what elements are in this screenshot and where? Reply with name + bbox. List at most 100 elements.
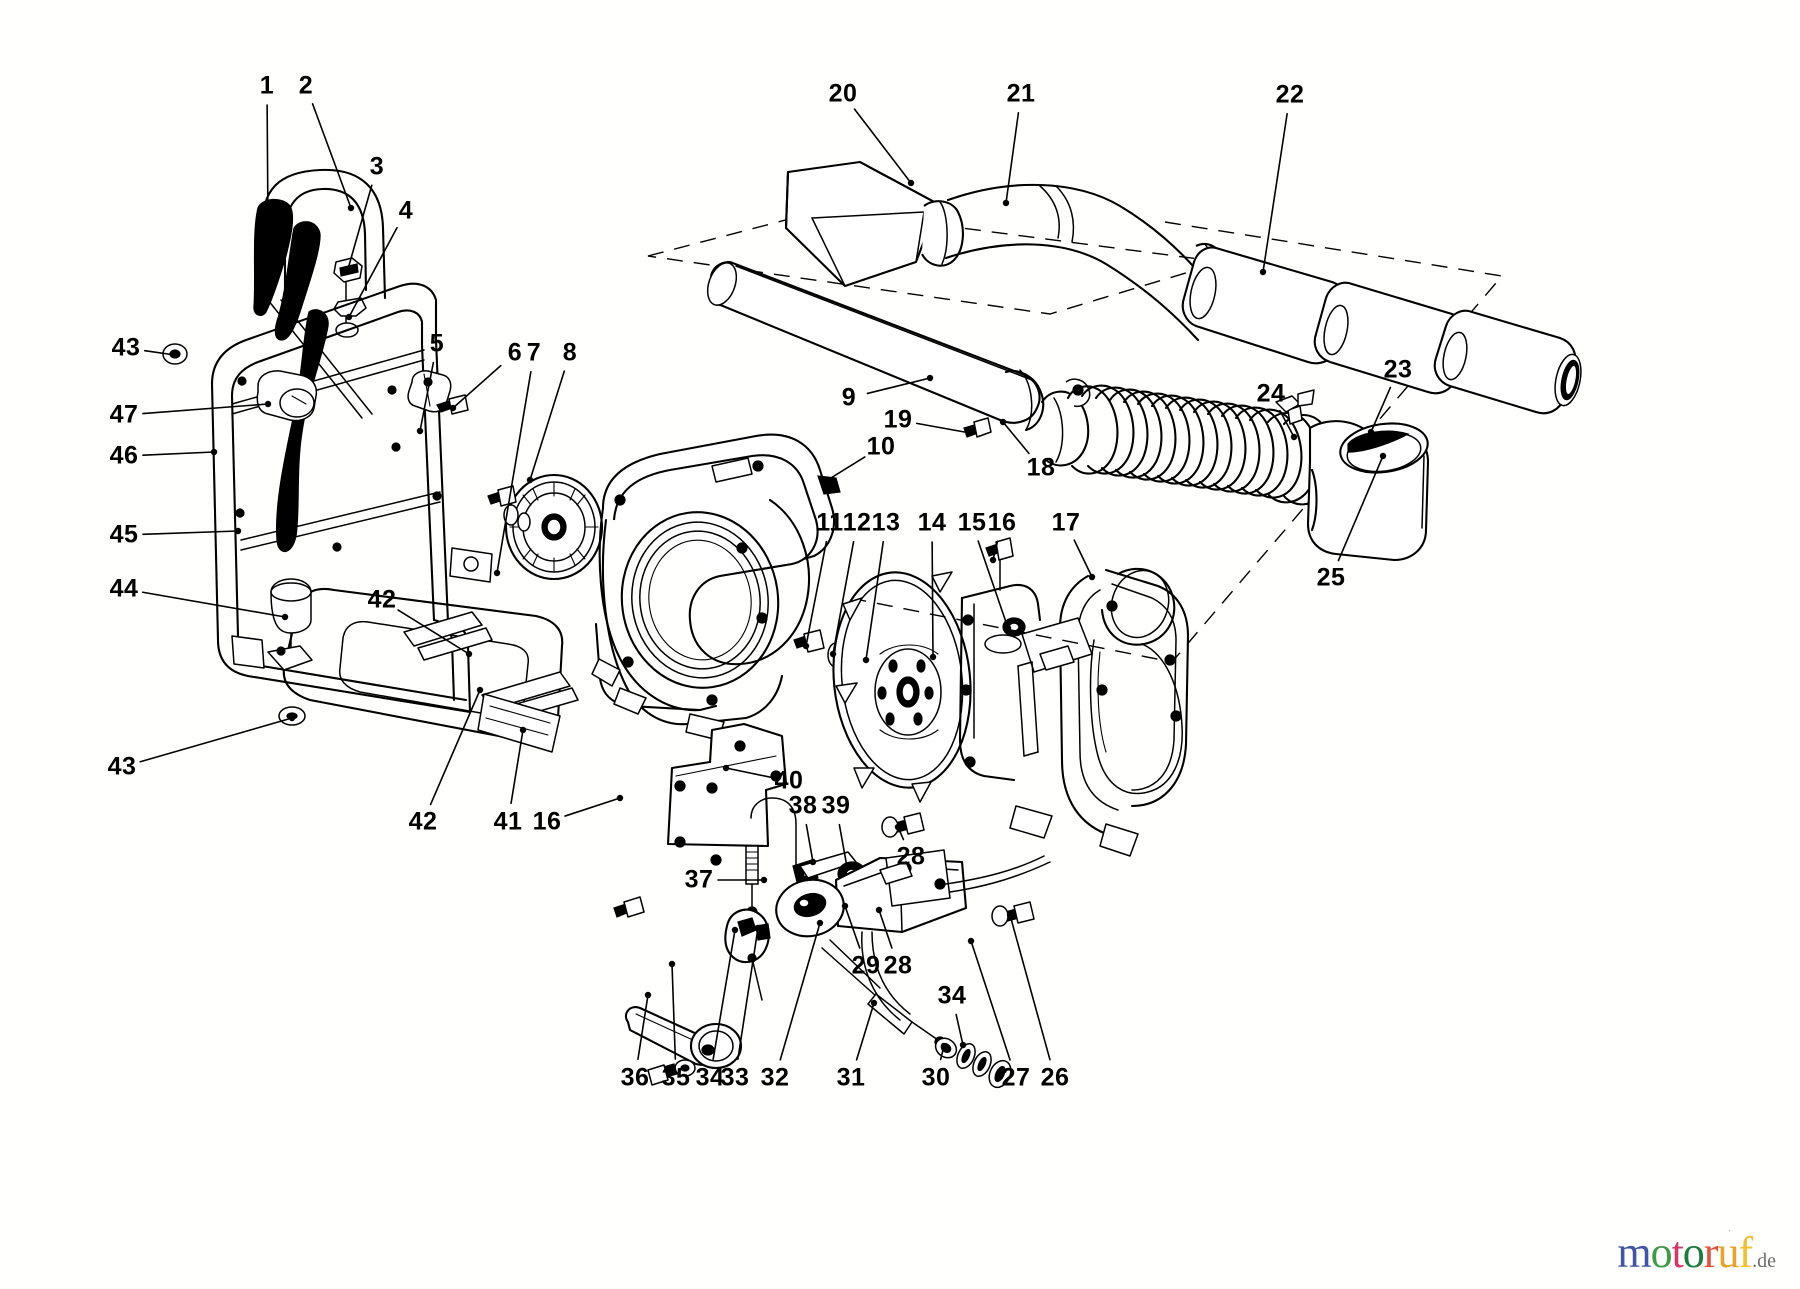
callout-number-17[interactable]: 17 [1051,508,1081,537]
leader-line-40 [725,767,772,778]
leader-tip-7 [493,569,501,577]
leader-line-16b [564,797,621,817]
callout-number-44[interactable]: 44 [109,574,139,603]
leader-tip-25 [1379,452,1387,460]
callout-number-42b[interactable]: 42 [408,807,438,836]
callout-number-36[interactable]: 36 [620,1063,650,1092]
callout-number-19[interactable]: 19 [883,405,913,434]
watermark-dot: ˙ [1727,1228,1732,1244]
leader-line-25 [1337,455,1384,562]
watermark-letter-1: o [1650,1228,1673,1277]
leader-line-45 [142,530,239,536]
tube-and-hose-assembly [647,160,1582,663]
callout-number-27[interactable]: 27 [1001,1063,1031,1092]
callout-number-31[interactable]: 31 [836,1063,866,1092]
leader-line-27 [970,940,1011,1061]
callout-number-39[interactable]: 39 [821,791,851,820]
callout-number-35[interactable]: 35 [661,1063,691,1092]
leader-line-10 [825,456,866,482]
callout-number-47[interactable]: 47 [109,400,139,429]
leader-line-5 [419,361,435,432]
callout-number-22[interactable]: 22 [1275,80,1305,109]
leader-line-8 [529,370,566,481]
callout-number-43b[interactable]: 43 [107,752,137,781]
callout-number-42[interactable]: 42 [367,585,397,614]
leader-tip-6 [449,404,457,412]
leader-line-29 [844,905,861,949]
callout-number-2[interactable]: 2 [298,71,314,100]
callout-number-33[interactable]: 33 [720,1063,750,1092]
callout-number-45[interactable]: 45 [109,520,139,549]
callout-number-37[interactable]: 37 [684,865,714,894]
leader-tip-31 [870,999,878,1007]
callout-number-38[interactable]: 38 [788,791,818,820]
leader-line-32 [779,922,821,1061]
leader-tip-28b [875,906,883,914]
leader-line-19 [915,422,971,434]
leader-line-6 [452,364,502,409]
callout-number-16b[interactable]: 16 [532,807,562,836]
leader-tip-43b [288,714,296,722]
callout-number-13[interactable]: 13 [871,508,901,537]
callout-number-28b[interactable]: 28 [883,951,913,980]
callout-number-12[interactable]: 12 [842,508,872,537]
callout-number-24[interactable]: 24 [1256,379,1286,408]
leader-tip-3 [344,265,352,273]
callout-number-25[interactable]: 25 [1316,563,1346,592]
callout-number-30[interactable]: 30 [921,1063,951,1092]
leader-line-42 [397,609,470,655]
leader-tip-38 [809,858,817,866]
callout-number-41[interactable]: 41 [493,807,523,836]
watermark-brand: motoruf [1617,1228,1753,1277]
leader-tip-27 [967,937,975,945]
leader-line-14 [931,541,934,658]
leader-tip-40 [722,764,730,772]
callout-number-10[interactable]: 10 [866,432,896,461]
callout-number-11[interactable]: 11 [816,508,844,537]
callout-number-8[interactable]: 8 [562,338,578,367]
callout-number-34[interactable]: 34 [695,1063,725,1092]
callout-number-1[interactable]: 1 [259,71,275,100]
callout-number-43[interactable]: 43 [111,333,141,362]
callout-number-32[interactable]: 32 [760,1063,790,1092]
callout-number-7[interactable]: 7 [526,338,542,367]
leader-tip-30 [940,1042,948,1050]
leader-tip-5 [416,427,424,435]
callout-number-21[interactable]: 21 [1006,79,1036,108]
callout-number-4[interactable]: 4 [398,196,414,225]
leader-line-2 [311,103,352,209]
leader-line-46 [142,451,215,456]
callout-number-20[interactable]: 20 [828,79,858,108]
callout-number-34b[interactable]: 34 [937,981,967,1010]
callout-number-29[interactable]: 29 [851,951,881,980]
callout-number-3[interactable]: 3 [369,152,385,181]
callout-number-16[interactable]: 16 [987,508,1017,537]
watermark-suffix: .de [1752,1250,1776,1272]
callout-number-28[interactable]: 28 [896,842,926,871]
leader-tip-42 [465,650,473,658]
callout-number-18[interactable]: 18 [1026,453,1056,482]
leader-tip-13 [862,656,870,664]
callout-number-14[interactable]: 14 [917,508,947,537]
callout-number-15[interactable]: 15 [957,508,987,537]
leader-tip-42b [476,686,484,694]
leader-line-18 [1002,421,1030,455]
leader-line-1 [266,104,269,229]
leader-line-28b [878,909,893,949]
callout-number-23[interactable]: 23 [1383,355,1413,384]
callout-number-6[interactable]: 6 [507,338,523,367]
callout-number-26[interactable]: 26 [1040,1063,1070,1092]
callout-number-46[interactable]: 46 [109,441,139,470]
leader-tip-8 [526,476,534,484]
callout-number-9[interactable]: 9 [841,383,857,412]
callout-number-40[interactable]: 40 [774,766,804,795]
leader-tip-23 [1367,428,1375,436]
leader-line-47 [142,403,269,415]
leader-line-15 [977,540,1009,629]
callout-number-5[interactable]: 5 [429,329,445,358]
leader-tip-10 [822,477,830,485]
leader-tip-34 [731,926,739,934]
leader-tip-45 [234,527,242,535]
